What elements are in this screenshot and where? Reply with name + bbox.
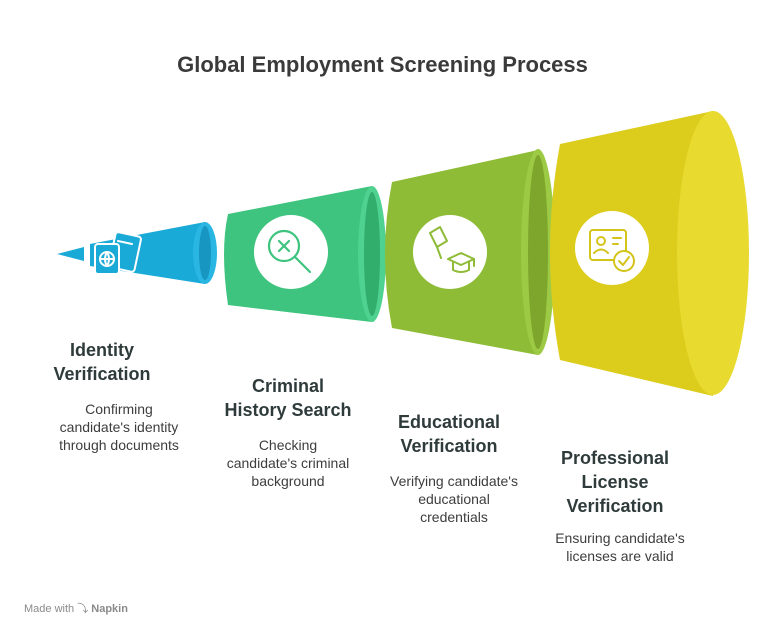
stage-desc-identity: Confirming candidate's identity through … [59,401,179,453]
id-card-check-icon [575,211,649,285]
stage-title-criminal: Criminal History Search [224,376,352,420]
brand-name: Napkin [91,603,128,615]
stage-desc-educational: Verifying candidate's educational creden… [390,473,518,525]
made-with-footer: Made with ⤵ Napkin [24,600,128,616]
stage-desc-professional: Ensuring candidate's licenses are valid [555,530,685,564]
diploma-graduation-cap-icon [413,215,487,289]
stage-title-identity: Identity Verification [53,340,151,384]
stage-title-educational: Educational Verification [397,412,500,456]
napkin-logo-icon: ⤵ [77,603,89,615]
stage-desc-criminal: Checking candidate's criminal background [226,437,350,489]
stage-title-professional: Professional License Verification [560,448,670,516]
made-with-label: Made with [24,603,75,615]
magnifier-x-icon [254,215,328,289]
funnel-tip [57,247,84,261]
page-title: Global Employment Screening Process [177,52,588,77]
passport-globe-icon [94,231,142,275]
